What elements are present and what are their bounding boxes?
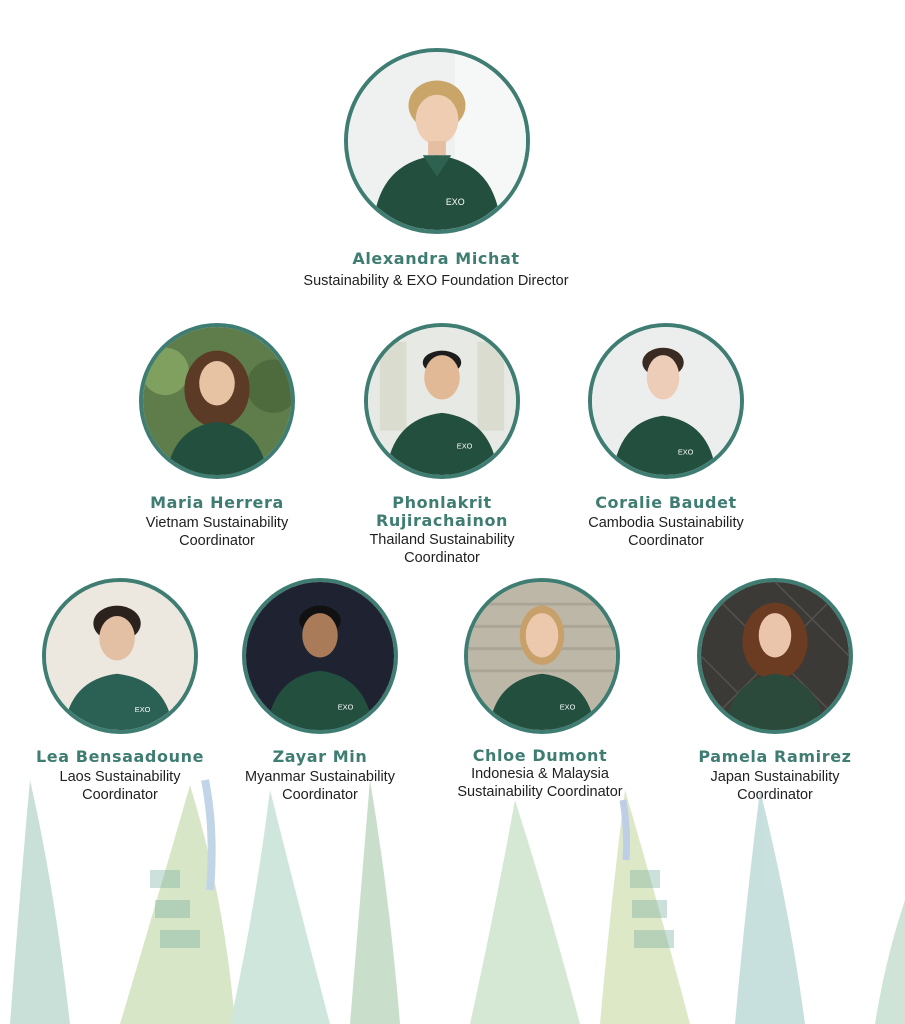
member-photo: EXO xyxy=(364,323,520,479)
member-photo: EXO xyxy=(42,578,198,734)
shirt-logo: EXO xyxy=(446,197,465,207)
member-name: Coralie Baudet xyxy=(595,493,737,512)
person-avatar-icon: EXO xyxy=(348,52,526,230)
person-avatar-icon: EXO xyxy=(592,327,740,475)
director-card: EXO Alexandra Michat Sustainability & EX… xyxy=(286,48,586,298)
member-photo: EXO xyxy=(464,578,620,734)
member-role-line1: Thailand Sustainability xyxy=(369,532,515,548)
person-avatar-icon xyxy=(143,327,291,475)
member-photo: EXO xyxy=(588,323,744,479)
member-role-line1: Indonesia & Malaysia xyxy=(471,766,609,782)
member-role-line2: Coordinator xyxy=(82,787,158,803)
shirt-logo: EXO xyxy=(678,447,694,456)
member-card-pamela: Pamela Ramirez Japan Sustainability Coor… xyxy=(680,578,870,808)
shirt-logo: EXO xyxy=(457,441,473,450)
member-name: Lea Bensaadoune xyxy=(35,747,205,766)
member-name: Zayar Min xyxy=(272,747,368,766)
director-role: Sustainability & EXO Foundation Director xyxy=(303,273,569,289)
member-role-line1: Myanmar Sustainability xyxy=(245,769,395,785)
member-role-line2: Sustainability Coordinator xyxy=(457,784,623,800)
member-name-line2: Rujirachainon xyxy=(375,511,509,530)
director-name: Alexandra Michat xyxy=(352,249,520,268)
member-photo xyxy=(697,578,853,734)
person-avatar-icon: EXO xyxy=(46,582,194,730)
member-role-line1: Vietnam Sustainability xyxy=(145,515,289,531)
member-name: Pamela Ramirez xyxy=(698,747,852,766)
shirt-logo: EXO xyxy=(135,705,151,714)
member-name: Maria Herrera xyxy=(150,493,284,512)
member-card-zayar: EXO Zayar Min Myanmar Sustainability Coo… xyxy=(230,578,410,808)
person-avatar-icon: EXO xyxy=(368,327,516,475)
shirt-logo: EXO xyxy=(338,702,354,711)
member-role-line2: Coordinator xyxy=(737,787,813,803)
member-role-line2: Coordinator xyxy=(628,533,704,549)
member-role-line2: Coordinator xyxy=(404,550,480,566)
member-card-maria: Maria Herrera Vietnam Sustainability Coo… xyxy=(127,323,307,553)
member-photo: EXO xyxy=(242,578,398,734)
member-role-line2: Coordinator xyxy=(179,533,255,549)
member-card-phonlakrit: EXO Phonlakrit Rujirachainon Thailand Su… xyxy=(342,323,542,573)
member-card-lea: EXO Lea Bensaadoune Laos Sustainability … xyxy=(25,578,215,808)
person-avatar-icon: EXO xyxy=(246,582,394,730)
member-card-coralie: EXO Coralie Baudet Cambodia Sustainabili… xyxy=(576,323,756,553)
member-photo xyxy=(139,323,295,479)
member-role-line1: Cambodia Sustainability xyxy=(588,515,744,531)
watercolor-leaves-decoration xyxy=(10,779,905,1024)
shirt-logo: EXO xyxy=(560,702,576,711)
member-role-line1: Laos Sustainability xyxy=(59,769,181,785)
member-role-line2: Coordinator xyxy=(282,787,358,803)
member-role-line1: Japan Sustainability xyxy=(710,769,840,785)
member-name: Chloe Dumont xyxy=(472,746,608,765)
member-name-line1: Phonlakrit xyxy=(392,493,492,512)
director-photo: EXO xyxy=(344,48,530,234)
person-avatar-icon xyxy=(701,582,849,730)
member-card-chloe: EXO Chloe Dumont Indonesia & Malaysia Su… xyxy=(440,578,640,808)
person-avatar-icon: EXO xyxy=(468,582,616,730)
